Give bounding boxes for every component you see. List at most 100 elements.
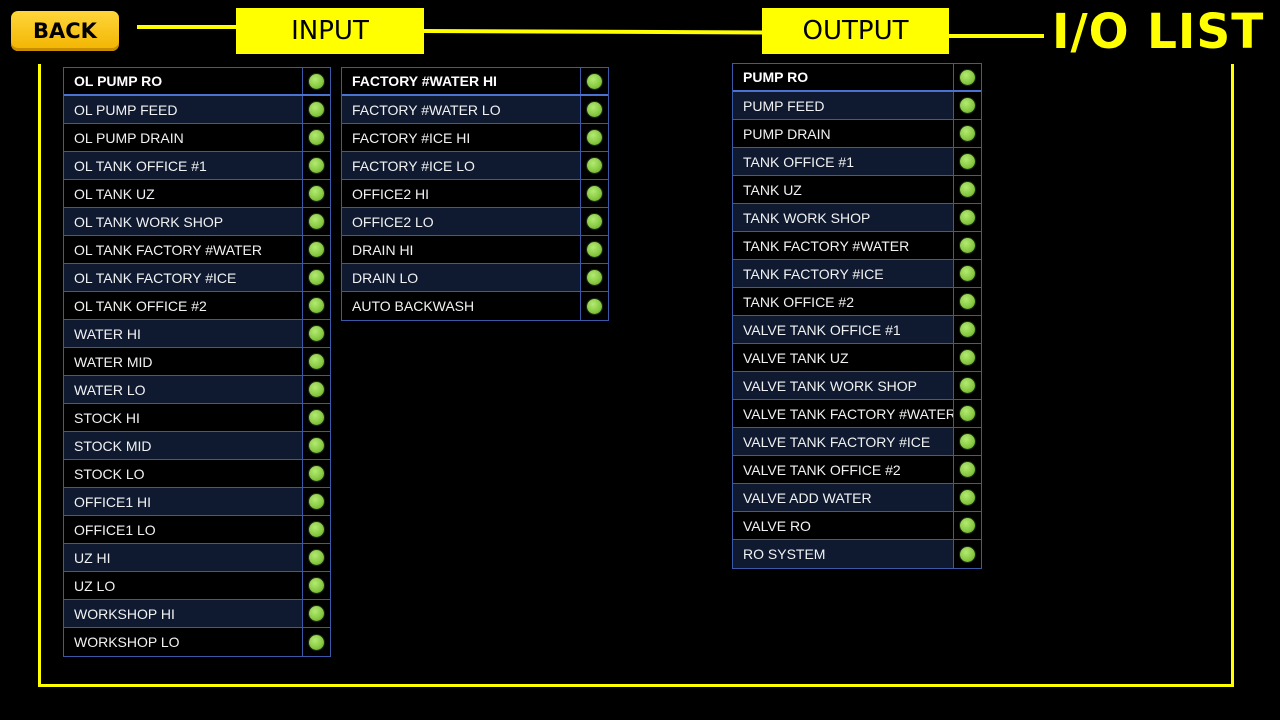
io-row: TANK OFFICE #1 [733,148,981,176]
input-section-title: INPUT [236,8,424,54]
status-led-icon [309,634,324,650]
io-row: RO SYSTEM [733,540,981,568]
io-row: OL PUMP RO [64,68,330,96]
io-label: OL TANK WORK SHOP [64,208,303,235]
io-row: OFFICE2 HI [342,180,608,208]
io-label: WORKSHOP LO [64,628,303,656]
io-label: TANK OFFICE #2 [733,288,954,315]
status-led-icon [309,494,324,509]
status-cell [303,376,330,403]
io-label: OFFICE1 LO [64,516,303,543]
status-cell [954,232,981,259]
status-led-icon [587,102,602,117]
status-led-icon [587,186,602,201]
status-cell [954,400,981,427]
status-cell [581,208,608,235]
io-row: TANK OFFICE #2 [733,288,981,316]
status-cell [954,372,981,399]
io-row: OL TANK FACTORY #WATER [64,236,330,264]
io-label: OL PUMP RO [64,68,303,94]
io-row: OL PUMP DRAIN [64,124,330,152]
status-cell [581,96,608,123]
io-label: PUMP DRAIN [733,120,954,147]
status-led-icon [309,466,324,481]
io-row: WORKSHOP LO [64,628,330,656]
status-cell [954,176,981,203]
io-label: DRAIN LO [342,264,581,291]
status-cell [581,292,608,320]
status-cell [303,628,330,656]
status-led-icon [309,298,324,313]
io-label: OFFICE1 HI [64,488,303,515]
status-cell [303,96,330,123]
status-led-icon [960,518,975,533]
back-button[interactable]: BACK [11,11,119,51]
status-led-icon [960,154,975,169]
io-row: OL TANK FACTORY #ICE [64,264,330,292]
header-connector-line [137,25,237,29]
status-led-icon [960,490,975,505]
io-row: PUMP DRAIN [733,120,981,148]
io-label: FACTORY #ICE HI [342,124,581,151]
io-label: OL TANK UZ [64,180,303,207]
status-led-icon [960,322,975,337]
status-cell [303,124,330,151]
io-label: UZ HI [64,544,303,571]
status-led-icon [309,550,324,565]
status-cell [954,456,981,483]
io-label: WATER HI [64,320,303,347]
status-led-icon [309,382,324,397]
status-cell [581,180,608,207]
status-led-icon [960,294,975,309]
io-row: WATER HI [64,320,330,348]
io-label: TANK UZ [733,176,954,203]
status-cell [954,540,981,568]
io-row: TANK UZ [733,176,981,204]
status-cell [581,264,608,291]
io-row: OL TANK OFFICE #2 [64,292,330,320]
io-label: VALVE TANK OFFICE #2 [733,456,954,483]
io-label: TANK OFFICE #1 [733,148,954,175]
status-led-icon [587,214,602,229]
io-label: OL TANK OFFICE #2 [64,292,303,319]
status-cell [954,512,981,539]
status-cell [581,152,608,179]
io-label: FACTORY #WATER HI [342,68,581,94]
io-label: OFFICE2 LO [342,208,581,235]
status-led-icon [309,186,324,201]
status-led-icon [960,210,975,225]
io-row: STOCK HI [64,404,330,432]
status-led-icon [309,130,324,145]
io-label: OFFICE2 HI [342,180,581,207]
status-led-icon [309,214,324,229]
status-led-icon [960,69,975,85]
io-label: VALVE ADD WATER [733,484,954,511]
io-label: TANK FACTORY #WATER [733,232,954,259]
status-led-icon [309,354,324,369]
status-led-icon [309,102,324,117]
io-label: TANK WORK SHOP [733,204,954,231]
io-row: OFFICE1 LO [64,516,330,544]
status-cell [954,64,981,90]
status-cell [303,180,330,207]
status-led-icon [960,266,975,281]
io-label: WORKSHOP HI [64,600,303,627]
status-led-icon [960,378,975,393]
io-label: OL PUMP FEED [64,96,303,123]
status-led-icon [309,270,324,285]
status-cell [303,348,330,375]
status-cell [303,516,330,543]
io-row: WATER LO [64,376,330,404]
io-label: DRAIN HI [342,236,581,263]
status-led-icon [587,298,602,314]
io-row: UZ LO [64,572,330,600]
io-row: WORKSHOP HI [64,600,330,628]
io-label: VALVE TANK OFFICE #1 [733,316,954,343]
status-cell [303,152,330,179]
io-label: RO SYSTEM [733,540,954,568]
status-cell [954,288,981,315]
status-led-icon [587,242,602,257]
